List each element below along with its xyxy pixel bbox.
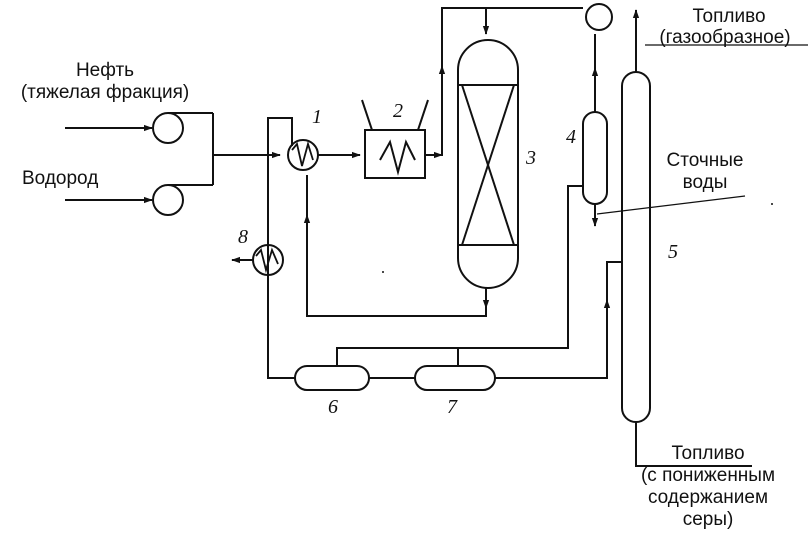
exchanger-to-separator-line [267, 117, 295, 379]
separators-gas-line [336, 347, 459, 366]
number-4: 4 [566, 126, 576, 148]
low-sulfur-fuel-label-2: (с пониженным [640, 465, 776, 486]
hydrogen-label: Водород [22, 168, 99, 189]
oil-pump [152, 112, 213, 144]
number-6: 6 [328, 396, 338, 418]
liquid-to-column-line [495, 261, 622, 379]
oil-sublabel: (тяжелая фракция) [20, 82, 190, 103]
reactor-effluent-line [306, 175, 487, 317]
furnace-to-reactor-line [425, 7, 486, 156]
number-3: 3 [526, 147, 536, 169]
low-sulfur-fuel-label-4: серы) [682, 509, 734, 530]
fuel-gas-label: Топливо [692, 6, 766, 27]
low-sulfur-fuel-label: Топливо [671, 443, 745, 464]
number-2: 2 [393, 100, 403, 122]
number-8: 8 [238, 226, 248, 248]
gas-to-vessel-4-line [458, 185, 583, 349]
recycle-compressor [585, 3, 613, 31]
fuel-gas-sublabel: (газообразное) [659, 27, 791, 48]
low-sulfur-fuel-outlet [635, 422, 752, 467]
separator-6 [294, 365, 370, 391]
waste-water-leader [596, 195, 746, 215]
speck-dot [382, 271, 384, 273]
oil-label: Нефть [75, 60, 135, 81]
hydrogen-pump [152, 184, 213, 216]
vessel-4 [582, 111, 608, 205]
low-sulfur-fuel-label-3: содержанием [647, 487, 769, 508]
hydrotreating-reactor-3 [457, 39, 519, 289]
number-1: 1 [312, 106, 322, 128]
stripping-column-5 [621, 71, 651, 423]
number-7: 7 [447, 396, 457, 418]
separator-7 [414, 365, 496, 391]
speck-dot [771, 203, 773, 205]
waste-water-label-2: воды [682, 172, 728, 193]
waste-water-label: Сточные [666, 150, 744, 171]
number-5: 5 [668, 241, 678, 263]
